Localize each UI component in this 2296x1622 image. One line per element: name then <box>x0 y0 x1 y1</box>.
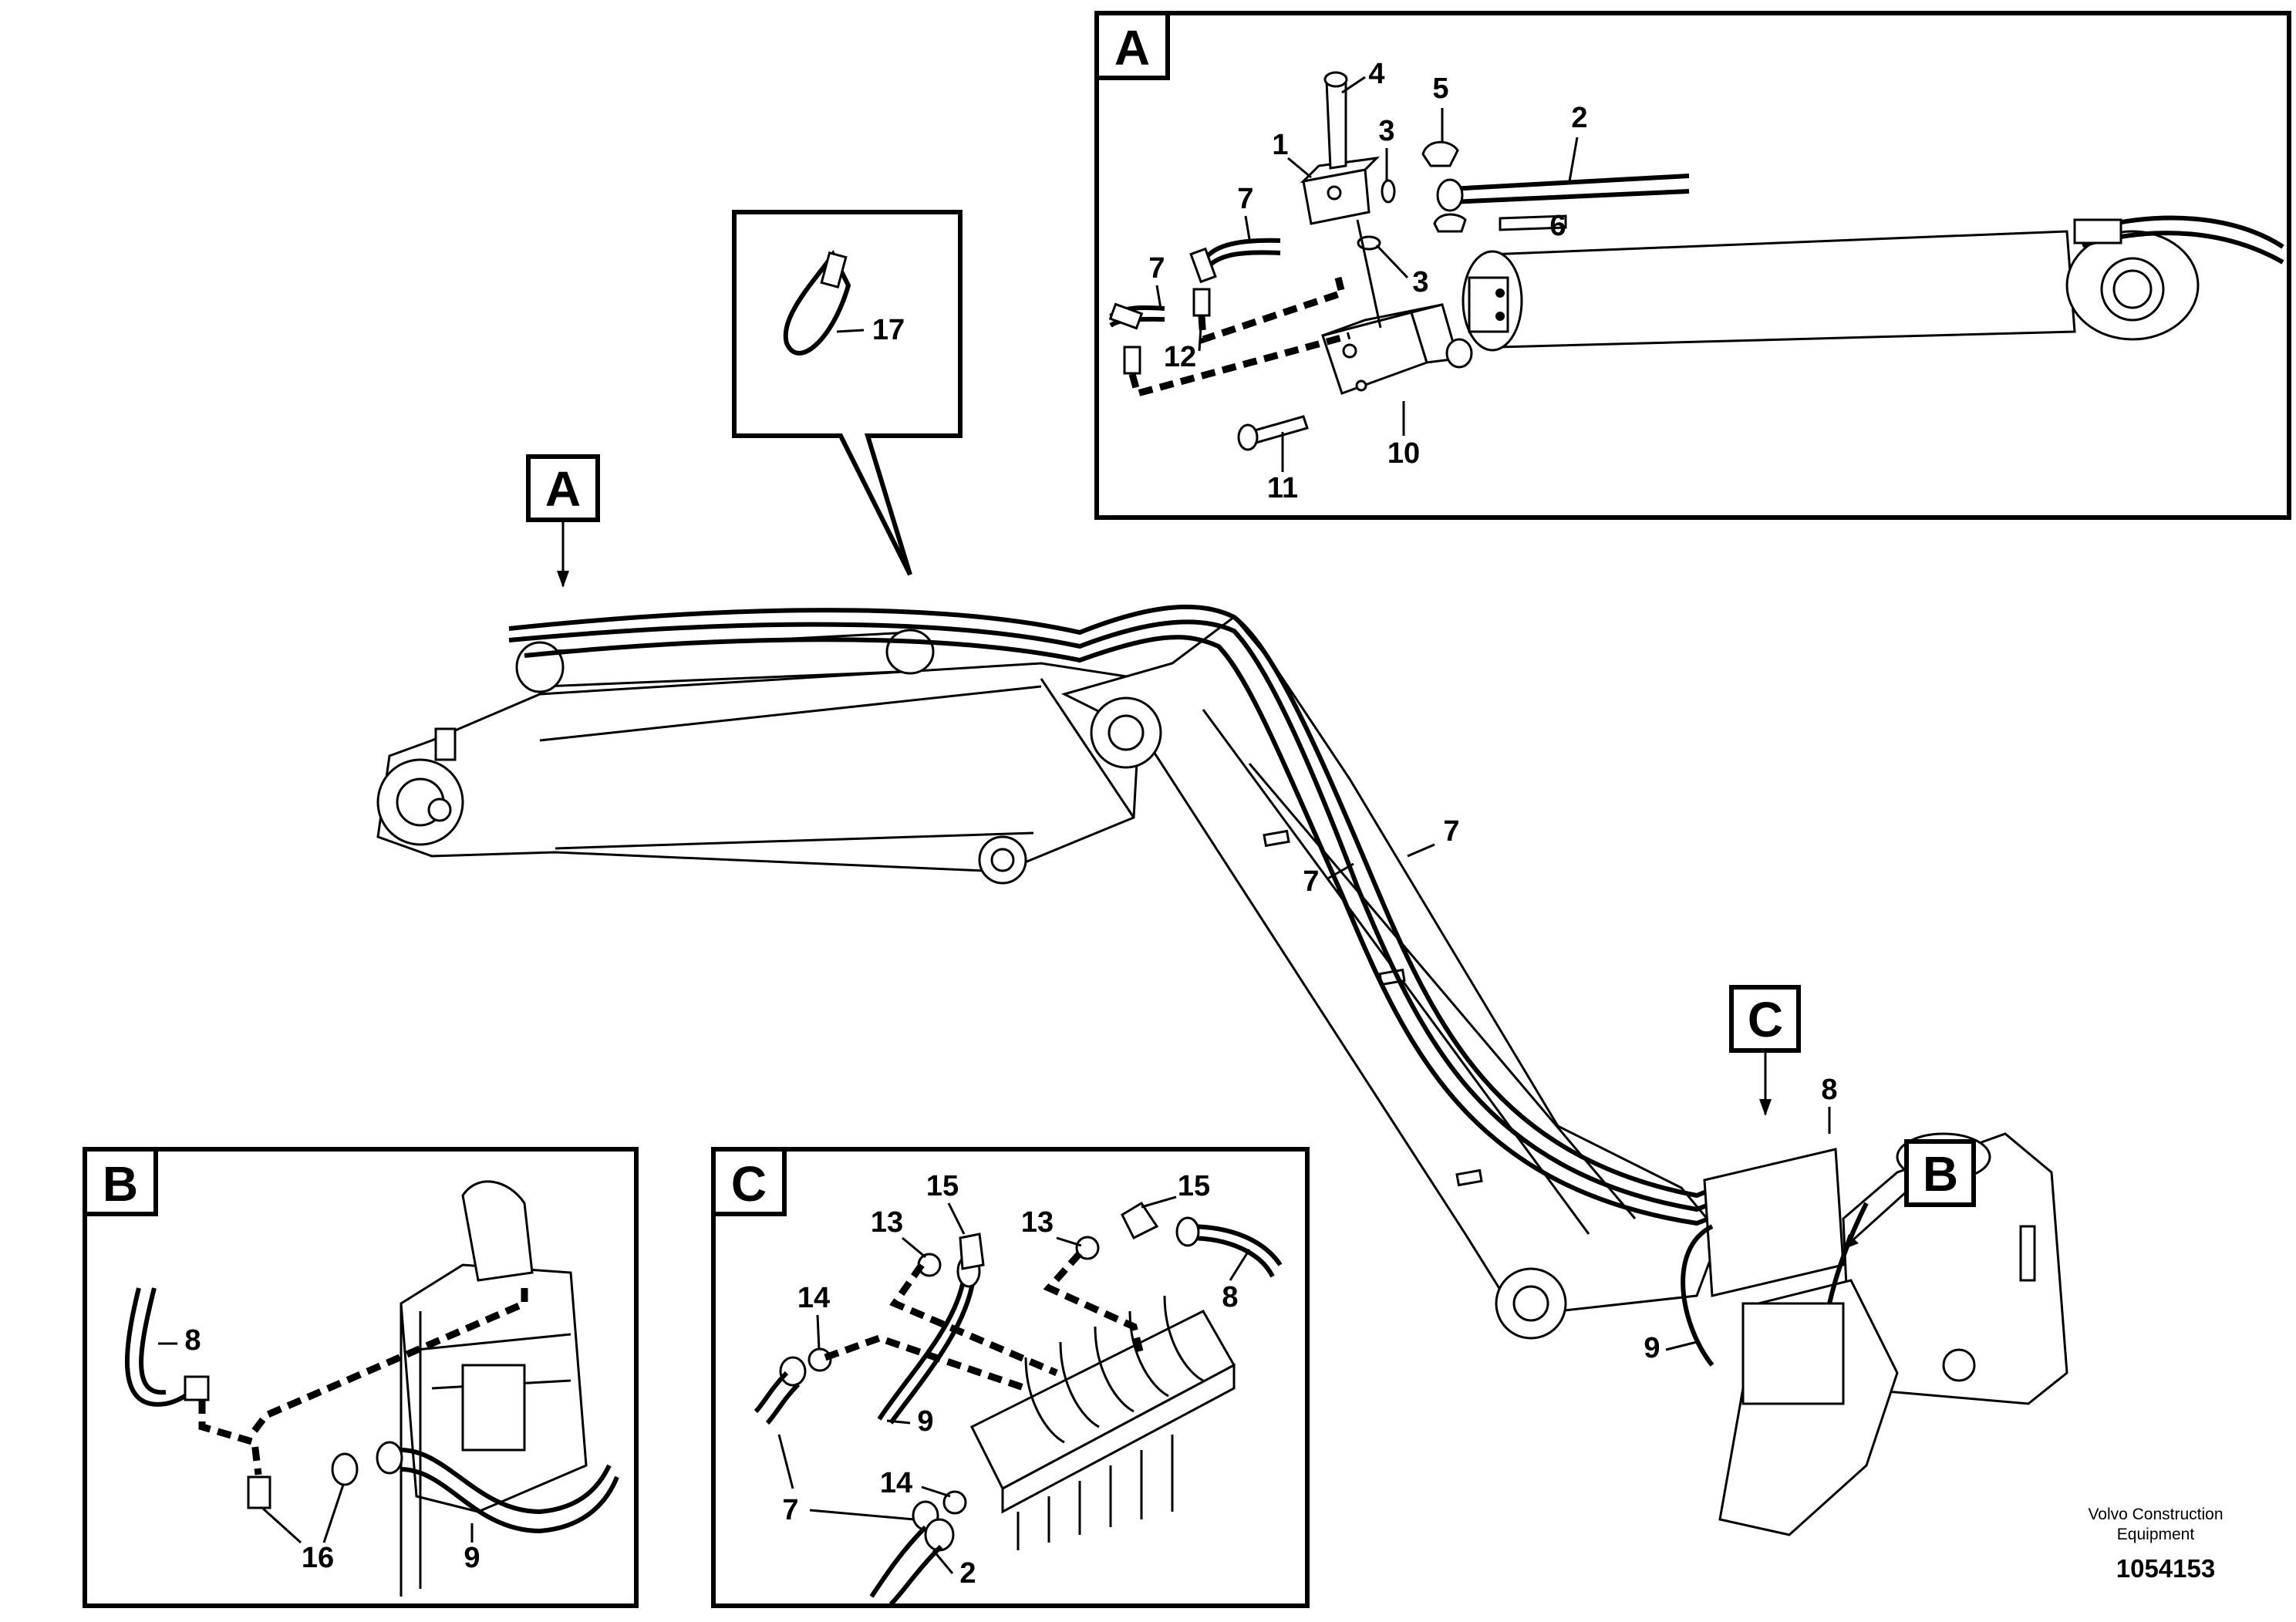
part-label-7a: 7 <box>1237 183 1253 215</box>
detail-b-tag: B <box>103 1156 138 1212</box>
part-label-13a: 13 <box>871 1206 903 1239</box>
part-label-9c: 9 <box>917 1405 933 1438</box>
detail-c-panel: C <box>711 1147 1310 1608</box>
callout-b-tag: B <box>1923 1146 1958 1202</box>
part-label-2b: 2 <box>959 1557 976 1590</box>
part-label-3a: 3 <box>1378 115 1394 147</box>
part-label-10: 10 <box>1387 437 1420 470</box>
part-label-2: 2 <box>1571 102 1587 134</box>
part-label-7d: 7 <box>1303 865 1319 898</box>
detail-a-tag: A <box>1114 20 1150 76</box>
part-label-11: 11 <box>1267 472 1298 504</box>
part-label-8c: 8 <box>1222 1281 1238 1313</box>
part-label-13b: 13 <box>1021 1206 1054 1239</box>
footer-credit: Volvo Construction Equipment 1054153 <box>2088 1506 2223 1583</box>
part-label-15b: 15 <box>1178 1170 1210 1202</box>
part-label-9b: 9 <box>464 1542 480 1574</box>
part-label-1: 1 <box>1272 129 1288 161</box>
part-label-7e: 7 <box>782 1494 798 1526</box>
callout-c-tag: C <box>1748 992 1783 1047</box>
cable-tie-detail: 17 <box>732 210 963 576</box>
part-label-5: 5 <box>1432 73 1448 105</box>
part-label-6: 6 <box>1549 210 1566 242</box>
part-label-15a: 15 <box>926 1170 959 1202</box>
part-label-8b: 8 <box>184 1324 201 1357</box>
part-label-16: 16 <box>302 1542 334 1574</box>
part-label-17: 17 <box>872 314 905 346</box>
detail-a-panel: A <box>1094 11 2291 520</box>
part-label-7b: 7 <box>1148 252 1165 285</box>
part-label-3b: 3 <box>1412 266 1428 298</box>
detail-c-tag: C <box>731 1156 767 1212</box>
credit-line-1: Volvo Construction <box>2088 1506 2223 1523</box>
control-valve-area: C B 8 9 <box>1644 985 2068 1536</box>
document-number: 1054153 <box>2116 1554 2215 1583</box>
detail-b-panel: B 8 16 9 <box>83 1147 639 1608</box>
part-label-12: 12 <box>1164 341 1196 373</box>
part-label-14a: 14 <box>797 1282 830 1314</box>
boom-arm-assembly: A 7 7 <box>376 454 1791 1340</box>
part-label-4: 4 <box>1368 58 1384 90</box>
part-label-9a: 9 <box>1644 1332 1660 1364</box>
part-label-7c: 7 <box>1443 815 1459 848</box>
part-label-14b: 14 <box>880 1467 912 1499</box>
credit-line-2: Equipment <box>2117 1526 2195 1543</box>
part-label-8a: 8 <box>1821 1074 1837 1106</box>
callout-a-tag: A <box>545 461 581 517</box>
